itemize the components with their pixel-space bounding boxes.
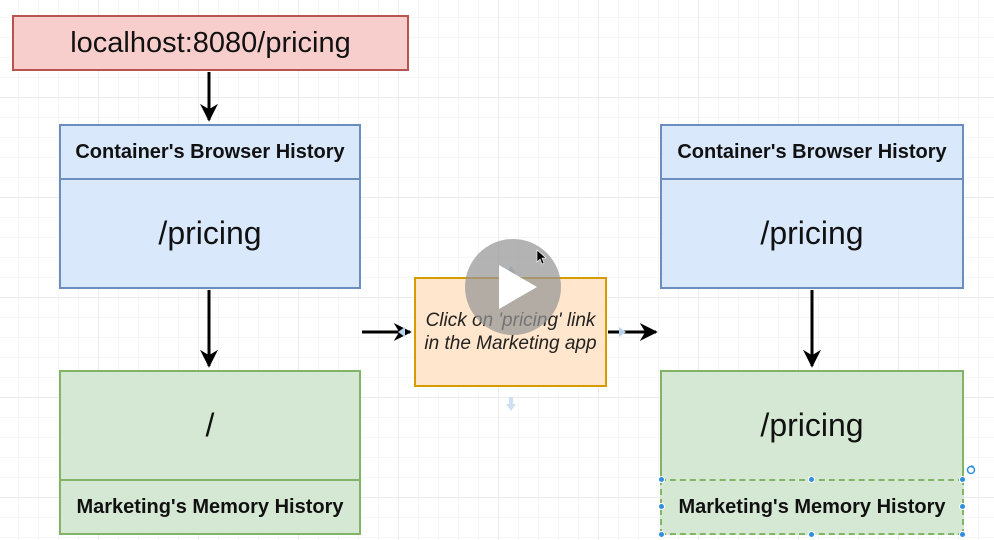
left-browser-history-title-text: Container's Browser History — [75, 140, 345, 163]
selection-handle[interactable] — [658, 476, 665, 483]
left-memory-history-value-text: / — [205, 407, 215, 443]
selection-handle[interactable] — [658, 531, 665, 538]
selection-handle[interactable] — [808, 476, 815, 483]
right-browser-history-value: /pricing — [660, 178, 964, 289]
selection-handle[interactable] — [808, 531, 815, 538]
hint-arrow-down-stem — [509, 397, 513, 405]
url-text: localhost:8080/pricing — [70, 26, 351, 59]
right-memory-history-value-text: /pricing — [760, 407, 864, 443]
rotate-handle-icon — [966, 465, 976, 475]
left-memory-history-title-text: Marketing's Memory History — [76, 495, 344, 518]
left-browser-history-value: /pricing — [59, 178, 361, 289]
right-memory-history-title-text: Marketing's Memory History — [678, 495, 946, 518]
left-browser-history-value-text: /pricing — [158, 215, 262, 251]
url-box: localhost:8080/pricing — [12, 15, 409, 71]
hint-arrow-right — [619, 327, 626, 337]
selection-handle[interactable] — [959, 503, 966, 510]
selection-handle[interactable] — [959, 476, 966, 483]
selection-handle[interactable] — [658, 503, 665, 510]
play-icon — [465, 239, 561, 335]
action-box-text: Click on 'pricing' link in the Marketing… — [424, 310, 597, 354]
right-browser-history-value-text: /pricing — [760, 215, 864, 251]
right-browser-history-title: Container's Browser History — [660, 124, 964, 180]
hint-arrow-left — [398, 327, 405, 337]
right-browser-history-title-text: Container's Browser History — [677, 140, 947, 163]
cursor-icon — [536, 249, 547, 265]
hint-arrow-down — [506, 404, 516, 411]
selection-handle[interactable] — [959, 531, 966, 538]
left-memory-history-title: Marketing's Memory History — [59, 479, 361, 535]
right-memory-history-title[interactable]: Marketing's Memory History — [660, 479, 964, 535]
